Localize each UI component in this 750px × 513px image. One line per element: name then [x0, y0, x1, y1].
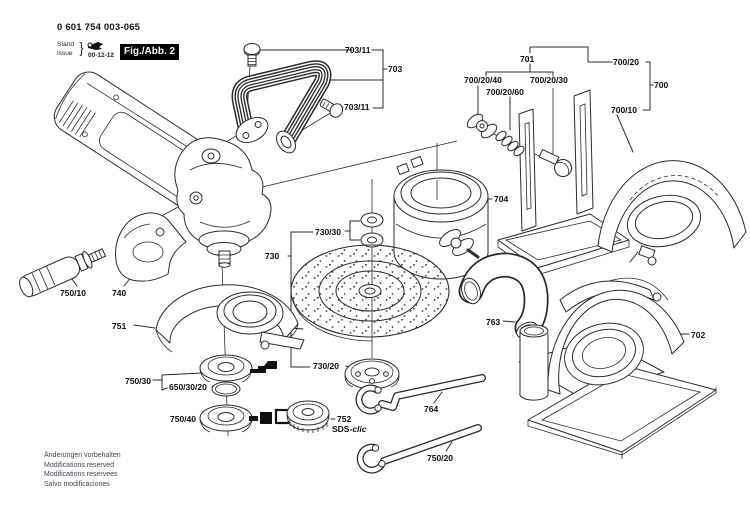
crossed-tools-icon	[87, 42, 103, 50]
part-label-701: 701	[520, 54, 535, 64]
part-label-700-20-60: 700/20/60	[486, 87, 524, 97]
mount-pictogram-upper-icon	[250, 361, 277, 373]
part-label-703-11-top: 703/11	[345, 45, 371, 55]
part-label-730-20: 730/20	[313, 361, 339, 371]
figure-label-badge: Fig./Abb. 2	[120, 44, 180, 60]
part-label-703: 703	[388, 64, 403, 74]
legal-notice: Änderungen vorbehalten Modifications res…	[44, 451, 121, 489]
part-label-704: 704	[494, 194, 509, 204]
stand-bolt-drawing	[538, 149, 572, 177]
backing-flange-drawing	[199, 354, 253, 383]
cutting-guard-large-drawing	[518, 277, 717, 459]
wing-nut-drawing	[466, 113, 498, 139]
part-label-700-20: 700/20	[613, 57, 639, 67]
cutting-guard-small-drawing	[597, 160, 747, 266]
part-label-700-20-40: 700/20/40	[464, 75, 502, 85]
pin-wrench-offset-drawing	[355, 378, 482, 415]
bail-handle-drawing	[232, 68, 324, 154]
washers-drawing	[360, 212, 384, 248]
o-ring-drawing	[211, 381, 241, 397]
guard-bracket-drawing	[115, 212, 187, 282]
legal-notice-line-fr: Modifications reservees	[44, 471, 118, 478]
part-label-763: 763	[486, 317, 501, 327]
mounting-flange-drawing	[199, 404, 253, 433]
part-label-750-40: 750/40	[170, 414, 196, 424]
stand-issue-brace: }	[79, 40, 84, 57]
sanding-disc-drawing	[290, 244, 450, 342]
part-label-751: 751	[112, 321, 127, 331]
part-label-750-30: 750/30	[125, 376, 151, 386]
part-label-752-sds-clic: SDS-clic	[332, 424, 367, 434]
part-label-740: 740	[112, 288, 127, 298]
part-label-750-10: 750/10	[60, 288, 86, 298]
part-label-700-10: 700/10	[611, 105, 637, 115]
part-label-703-11-side: 703/11	[344, 102, 370, 112]
part-label-650-30-20: 650/30/20	[169, 382, 207, 392]
part-label-752: 752	[337, 414, 352, 424]
part-label-730: 730	[265, 251, 280, 261]
part-label-700-20-30: 700/20/30	[530, 75, 568, 85]
legal-notice-line-es: Salvo modificaciones	[44, 480, 110, 488]
side-handle-drawing	[19, 248, 106, 298]
issue-label: Issue	[57, 50, 73, 57]
part-label-730-30: 730/30	[315, 227, 341, 237]
part-label-700: 700	[654, 80, 669, 90]
cutting-stand-drawing	[497, 89, 630, 276]
sds-clic-nut-drawing	[286, 400, 330, 433]
legal-notice-line-de: Änderungen vorbehalten	[44, 452, 121, 459]
part-label-750-20: 750/20	[427, 453, 453, 463]
issue-date: 00-12-12	[88, 52, 115, 59]
handle-screw-side-drawing	[319, 98, 344, 118]
part-label-764: 764	[424, 404, 439, 414]
wheel-guard-751-drawing	[155, 284, 305, 353]
clamp-nut-drawing	[344, 358, 400, 390]
mount-pictogram-lower-icon	[249, 408, 291, 425]
grinder-gear-head-drawing	[174, 137, 272, 268]
spring-drawing	[495, 130, 525, 157]
legal-notice-line-en: Modifications reserved	[44, 461, 115, 469]
pin-wrench-straight-drawing	[356, 428, 478, 474]
stand-label: Stand	[57, 41, 74, 48]
document-part-number: 0 601 754 003-065	[57, 22, 141, 33]
part-label-702: 702	[691, 330, 706, 340]
handle-screw-top-drawing	[243, 43, 261, 67]
